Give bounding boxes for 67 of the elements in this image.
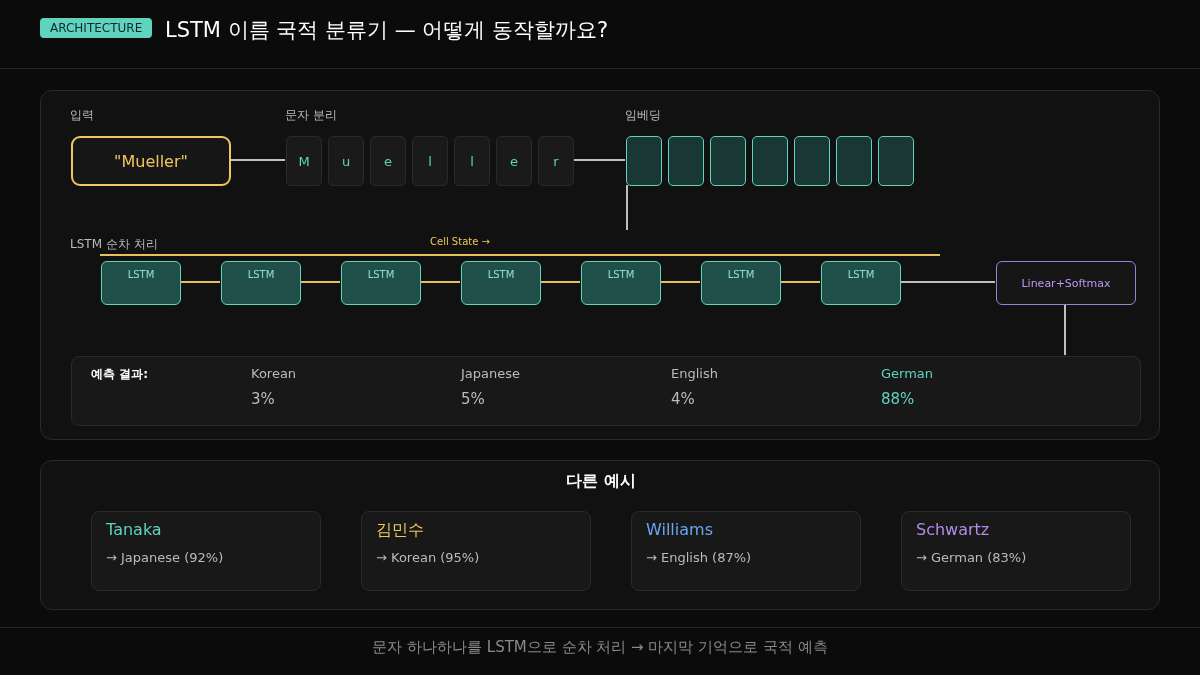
panel-title: 다른 예시 (566, 471, 636, 491)
embedding-vector-box (668, 136, 704, 186)
probability-value: 88% (881, 390, 915, 408)
character-tile: e (496, 136, 532, 186)
character-tile: l (412, 136, 448, 186)
class-label: Korean (251, 366, 297, 382)
prediction-text: → Japanese (92%) (106, 550, 224, 566)
connector-line (179, 281, 221, 283)
example-name: 김민수 (376, 520, 424, 540)
result-heading: 예측 결과: (91, 367, 148, 382)
embedding-vector-box (626, 136, 662, 186)
example-card (631, 511, 861, 591)
probability-value: 3% (251, 390, 275, 408)
section-heading: 입력 (70, 108, 94, 123)
prediction-text: → English (87%) (646, 550, 752, 566)
input-box: "Mueller" (71, 136, 231, 186)
prediction-text: → Korean (95%) (376, 550, 480, 566)
lstm-cell-box: LSTM (581, 261, 661, 305)
character-tile: r (538, 136, 574, 186)
lstm-cell-box: LSTM (821, 261, 901, 305)
connector-line (419, 281, 461, 283)
lstm-cell-box: LSTM (341, 261, 421, 305)
example-card (361, 511, 591, 591)
embedding-vector-box (836, 136, 872, 186)
probability-value: 4% (671, 390, 695, 408)
connector-line (779, 281, 821, 283)
class-label: German (881, 366, 934, 382)
results-panel (71, 356, 1141, 426)
caption-text: 문자 하나하나를 LSTM으로 순차 처리 → 마지막 기억으로 국적 예측 (372, 638, 828, 656)
connector-line (626, 184, 628, 231)
example-card (901, 511, 1131, 591)
section-heading: LSTM 순차 처리 (70, 237, 158, 252)
embedding-vector-box (752, 136, 788, 186)
line-label: Cell State → (430, 236, 490, 248)
example-name: Williams (646, 520, 713, 540)
connector-line (1064, 303, 1066, 356)
output-layer-box: Linear+Softmax (996, 261, 1136, 305)
embedding-vector-box (710, 136, 746, 186)
examples-panel (40, 460, 1160, 610)
character-tile: e (370, 136, 406, 186)
section-heading: 임베딩 (625, 108, 661, 123)
connector-line (229, 159, 286, 161)
example-name: Tanaka (106, 520, 162, 540)
probability-value: 5% (461, 390, 485, 408)
embedding-vector-box (794, 136, 830, 186)
example-name: Schwartz (916, 520, 990, 540)
class-label: Japanese (461, 366, 521, 382)
class-label: English (671, 366, 718, 382)
character-tile: u (328, 136, 364, 186)
connector-line (299, 281, 341, 283)
prediction-text: → German (83%) (916, 550, 1027, 566)
character-tile: M (286, 136, 322, 186)
connector-line (539, 281, 581, 283)
category-badge: ARCHITECTURE (40, 18, 153, 39)
connector-line (899, 281, 996, 283)
connector-line (572, 159, 626, 161)
lstm-cell-box: LSTM (461, 261, 541, 305)
example-card (91, 511, 321, 591)
diagram-title: LSTM 이름 국적 분류기 — 어떻게 동작할까요? (165, 18, 609, 44)
connector-line (659, 281, 701, 283)
section-heading: 문자 분리 (285, 108, 337, 123)
lstm-cell-box: LSTM (221, 261, 301, 305)
lstm-cell-box: LSTM (101, 261, 181, 305)
lstm-cell-box: LSTM (701, 261, 781, 305)
character-tile: l (454, 136, 490, 186)
embedding-vector-box (878, 136, 914, 186)
diagram-panel (40, 90, 1160, 440)
